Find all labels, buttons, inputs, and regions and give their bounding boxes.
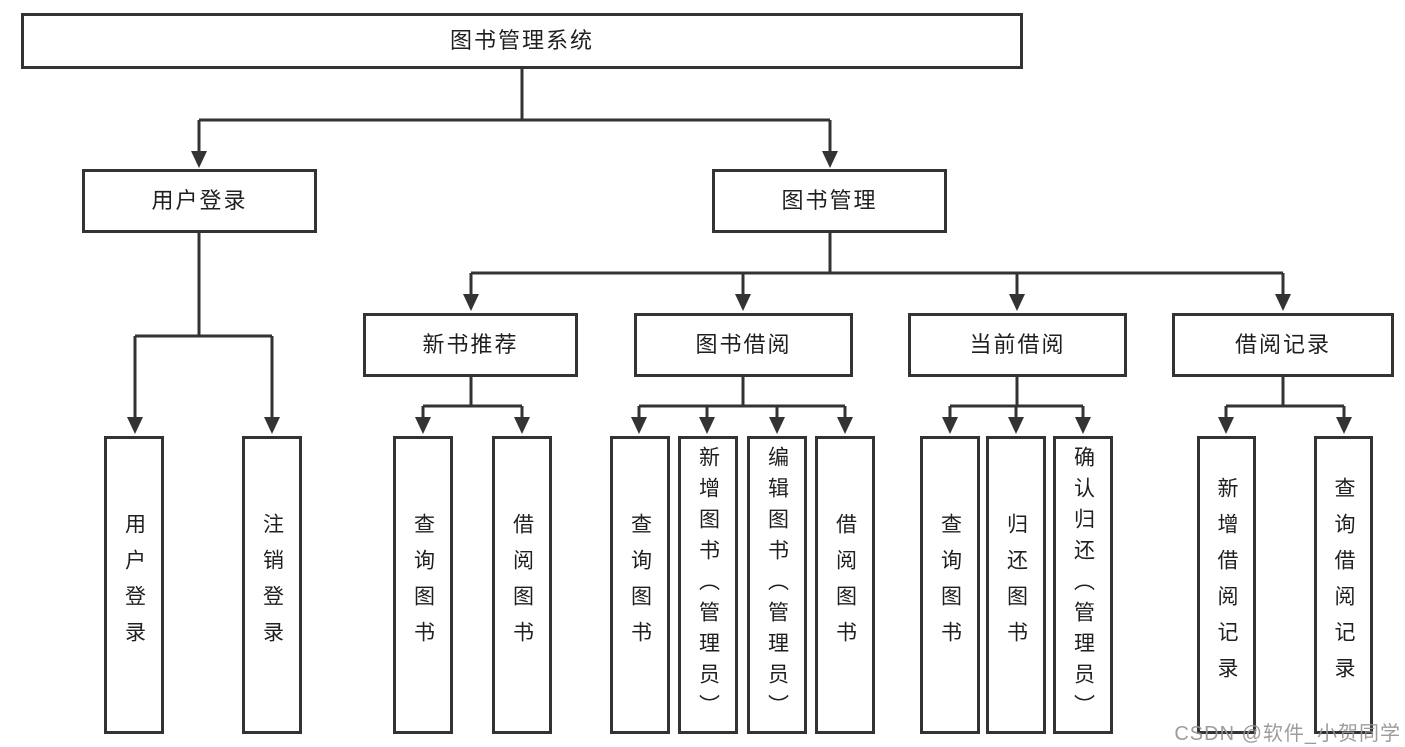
node-new-book-recommend-label: 新书推荐 xyxy=(422,332,519,357)
arrowhead-down-icon xyxy=(942,417,958,434)
arrowhead-down-icon xyxy=(822,151,838,168)
leaf-query-books-2-label: 查询图书 xyxy=(628,513,652,657)
arrowhead-down-icon xyxy=(699,417,715,434)
watermark: CSDN @软件_小贺同学 xyxy=(1174,723,1401,745)
arrowhead-down-icon xyxy=(463,294,479,311)
leaf-edit-books-admin-label: 编辑图书（管理员） xyxy=(765,445,789,725)
leaf-user-login-label: 用户登录 xyxy=(122,513,146,657)
leaf-query-borrow-record-label: 查询借阅记录 xyxy=(1332,477,1355,693)
leaf-logout: 注销登录 xyxy=(242,436,302,734)
arrowhead-down-icon xyxy=(1218,417,1234,434)
leaf-add-books-admin-label: 新增图书（管理员） xyxy=(696,445,720,725)
leaf-add-borrow-record: 新增借阅记录 xyxy=(1197,436,1256,734)
arrowhead-down-icon xyxy=(127,417,143,434)
leaf-query-books-3: 查询图书 xyxy=(920,436,980,734)
leaf-borrow-books-2: 借阅图书 xyxy=(815,436,875,734)
leaf-query-borrow-record: 查询借阅记录 xyxy=(1314,436,1373,734)
node-current-borrowing-label: 当前借阅 xyxy=(969,332,1066,357)
arrowhead-down-icon xyxy=(735,294,751,311)
arrowhead-down-icon xyxy=(264,417,280,434)
arrowhead-down-icon xyxy=(631,417,647,434)
arrowhead-down-icon xyxy=(191,151,207,168)
root-library-system-label: 图书管理系统 xyxy=(449,28,594,53)
node-borrowing-records: 借阅记录 xyxy=(1172,313,1394,377)
node-book-management: 图书管理 xyxy=(712,169,947,233)
leaf-confirm-return-admin-label: 确认归还（管理员） xyxy=(1071,445,1095,725)
leaf-user-login: 用户登录 xyxy=(104,436,164,734)
node-user-login: 用户登录 xyxy=(82,169,317,233)
node-book-borrowing: 图书借阅 xyxy=(634,313,853,377)
arrowhead-down-icon xyxy=(1336,417,1352,434)
leaf-edit-books-admin: 编辑图书（管理员） xyxy=(747,436,807,734)
arrowhead-down-icon xyxy=(514,417,530,434)
arrowhead-down-icon xyxy=(1275,294,1291,311)
arrowhead-down-icon xyxy=(837,417,853,434)
leaf-borrow-books-2-label: 借阅图书 xyxy=(833,513,857,657)
leaf-add-books-admin: 新增图书（管理员） xyxy=(678,436,738,734)
node-book-borrowing-label: 图书借阅 xyxy=(695,332,792,357)
leaf-query-books-3-label: 查询图书 xyxy=(938,513,962,657)
node-current-borrowing: 当前借阅 xyxy=(908,313,1127,377)
leaf-query-books-1-label: 查询图书 xyxy=(411,513,435,657)
leaf-return-books-label: 归还图书 xyxy=(1004,513,1028,657)
node-borrowing-records-label: 借阅记录 xyxy=(1234,332,1331,357)
arrowhead-down-icon xyxy=(1008,417,1024,434)
leaf-borrow-books-1: 借阅图书 xyxy=(492,436,552,734)
arrowhead-down-icon xyxy=(1075,417,1091,434)
leaf-confirm-return-admin: 确认归还（管理员） xyxy=(1053,436,1113,734)
arrowhead-down-icon xyxy=(1009,294,1025,311)
arrowhead-down-icon xyxy=(769,417,785,434)
node-user-login-label: 用户登录 xyxy=(151,188,248,213)
root-library-system: 图书管理系统 xyxy=(21,13,1023,69)
leaf-return-books: 归还图书 xyxy=(986,436,1046,734)
leaf-borrow-books-1-label: 借阅图书 xyxy=(510,513,534,657)
arrowhead-down-icon xyxy=(415,417,431,434)
leaf-query-books-2: 查询图书 xyxy=(610,436,670,734)
leaf-query-books-1: 查询图书 xyxy=(393,436,453,734)
leaf-logout-label: 注销登录 xyxy=(260,513,284,657)
node-book-management-label: 图书管理 xyxy=(781,188,878,213)
node-new-book-recommend: 新书推荐 xyxy=(363,313,578,377)
leaf-add-borrow-record-label: 新增借阅记录 xyxy=(1215,477,1238,693)
